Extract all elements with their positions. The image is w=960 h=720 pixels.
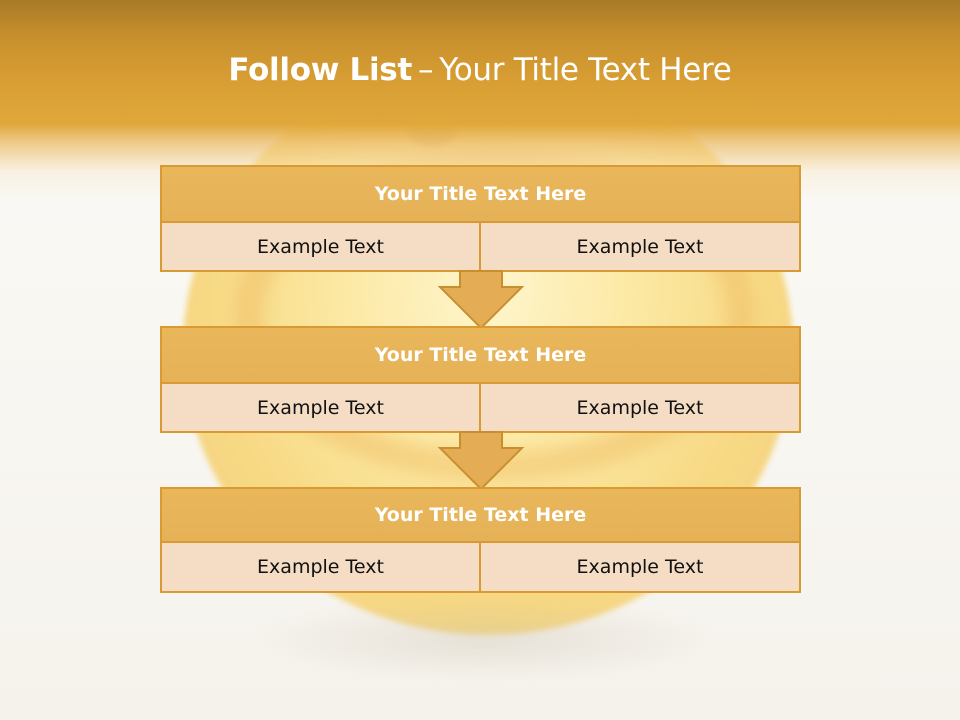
slide-title-bold: Follow List (228, 52, 412, 88)
down-arrow-icon (437, 270, 525, 330)
block-cell-left: Example Text (160, 382, 481, 433)
block-cell-right: Example Text (479, 382, 801, 433)
block-cell-left: Example Text (160, 541, 481, 593)
slide-title-dash: – (417, 52, 434, 88)
block-cell-right: Example Text (479, 221, 801, 272)
down-arrow-icon (437, 431, 525, 491)
block-cell-right: Example Text (479, 541, 801, 593)
block-heading: Your Title Text Here (160, 487, 801, 543)
slide-title: Follow List–Your Title Text Here (0, 52, 960, 88)
background-orb-shadow (250, 600, 720, 680)
slide-title-rest: Your Title Text Here (439, 52, 732, 88)
block-heading: Your Title Text Here (160, 165, 801, 223)
block-cell-left: Example Text (160, 221, 481, 272)
block-heading: Your Title Text Here (160, 326, 801, 384)
